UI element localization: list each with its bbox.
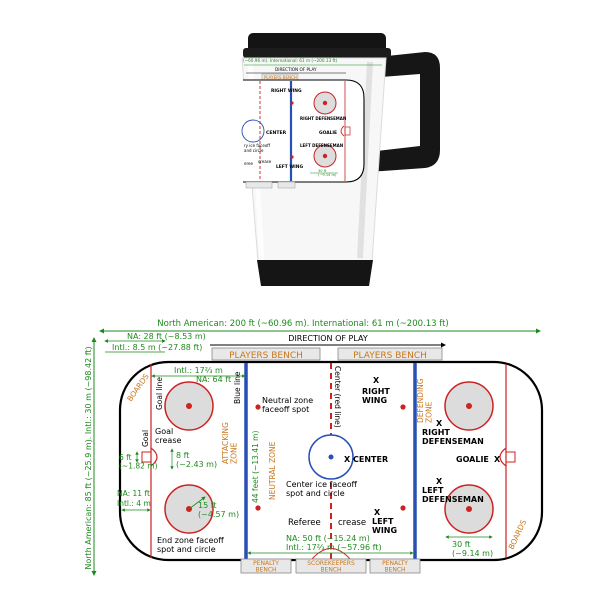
players-bench-right-label: PLAYERS BENCH (353, 351, 427, 361)
left-wing-marker: X (374, 508, 381, 517)
goal-left (141, 447, 158, 467)
mug-base (257, 260, 373, 286)
intl-1723-label: Intl.: 17⅔ m (~57.96 ft) (286, 543, 382, 552)
mug-handle (368, 52, 440, 172)
goal-right (499, 447, 516, 467)
mug-circle: and circle (244, 148, 264, 153)
six-ft-label: 6 ft(~1.82 m) (119, 453, 158, 470)
penalty-bench-right (369, 558, 421, 574)
mug-bottom-dim: 30 ft(~9.14 m) (318, 169, 337, 177)
mug-dims: (~60.96 m). International: 61 m (~200.13… (243, 58, 338, 63)
mug-lid-rim (243, 48, 391, 58)
defending-zone-label: DEFENDINGZONE (416, 378, 433, 423)
overall-width-label: North American: 85 ft (~25.9 m). Intl.: … (84, 346, 93, 569)
players-bench-left-label: PLAYERS BENCH (229, 351, 303, 361)
overall-length-label: North American: 200 ft (~60.96 m). Inter… (157, 319, 448, 329)
attacking-zone-label: ATTACKINGZONE (221, 422, 238, 464)
referee-label: Referee (288, 518, 321, 528)
goalie-marker: X (494, 455, 501, 464)
left-defenseman-marker: X (436, 477, 443, 486)
right-defenseman-marker: X (436, 419, 443, 428)
goalie-label: GOALIE (456, 455, 489, 464)
mug-right-wing: RIGHT WING (271, 88, 302, 94)
right-wing-marker: X (373, 376, 380, 385)
neutral-zone-label: NEUTRAL ZONE (268, 441, 277, 500)
mug-crease: crease (258, 159, 272, 164)
intl-17-label: Intl.: 17⅔ m (174, 366, 223, 375)
forty-four-label: 44 feet (~13.41 m) (251, 431, 260, 503)
thirty-ft-label: 30 ft(~9.14 m) (452, 540, 493, 558)
blue-line-label: Blue line (233, 371, 242, 404)
mug-goalie: GOALIE (319, 130, 337, 136)
mug-left-wing: LEFT WING (276, 164, 303, 170)
direction-of-play: DIRECTION OF PLAY (288, 334, 368, 343)
crease-label: crease (338, 518, 366, 528)
corner-intl-label: Intl.: 8.5 m (~27.88 ft) (112, 343, 202, 352)
scorekeepers-bench (295, 558, 367, 574)
players-bench-right (337, 347, 443, 361)
players-bench-left (211, 347, 321, 361)
neutral-spot-tl (255, 404, 261, 410)
eight-ft-label: 8 ft(~2.43 m) (176, 451, 217, 469)
mug-print: (~60.96 m). International: 61 m (~200.13… (241, 58, 382, 189)
na-64-label: NA: 64 ft (196, 375, 231, 384)
mug-bench: PLAYERS BENCH (264, 75, 297, 80)
center-marker: X (344, 455, 351, 464)
center-ice-spot (328, 454, 334, 460)
end-zone-circle-bottom-right (444, 484, 494, 534)
fifteen-ft-label: 15 ft(~4.57 m) (198, 501, 239, 519)
end-zone-circle-top-left (164, 381, 214, 431)
mug-faceoff: ry ice faceoff (244, 143, 270, 148)
mug-right-def: RIGHT DEFENSEMAN (300, 116, 346, 121)
na-50-label: NA: 50 ft (~15.24 m) (286, 534, 370, 543)
center-red-line-label: Center (red line) (333, 366, 342, 428)
end-zone-circle-top-right (444, 381, 494, 431)
corner-na-label: NA: 28 ft (~8.53 m) (127, 332, 206, 341)
neutral-spot-bl (255, 505, 261, 511)
penalty-bench-left (240, 558, 292, 574)
mug-direction: DIRECTION OF PLAY (275, 67, 317, 72)
mug-left-def: LEFT DEFENSEMAN (300, 143, 343, 148)
referee-crease (311, 548, 351, 560)
neutral-spot-br (400, 505, 406, 511)
neutral-spot-tr (400, 404, 406, 410)
center-label: CENTER (353, 455, 388, 464)
goal-line-label: Goal line (155, 377, 164, 410)
na-11-label: NA: 11 ft (117, 489, 150, 498)
mug-center: CENTER (266, 130, 287, 136)
intl-4-label: Intl.: 4 m (117, 499, 151, 508)
mug-referee: eree (244, 161, 253, 166)
goal-label: Goal (141, 430, 150, 447)
